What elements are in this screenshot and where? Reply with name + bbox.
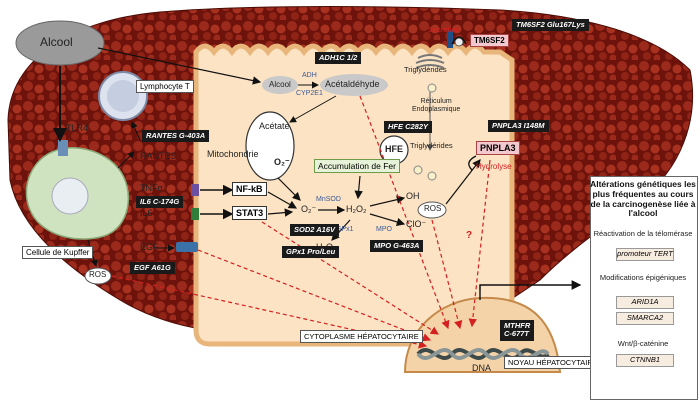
tm6sf2-membrane-icon xyxy=(447,30,453,48)
tlr4-label: TLR4 xyxy=(66,123,89,133)
cytoplasme-label: CYTOPLASME HÉPATOCYTAIRE xyxy=(300,330,423,343)
dna-label: DNA xyxy=(472,363,492,373)
arrow-ros-pnpla3 xyxy=(445,159,481,205)
kupffer-label: Cellule de Kupffer xyxy=(22,246,94,259)
hfe-variant-badge: HFE C282Y xyxy=(384,121,433,134)
ros-left-label: ROS xyxy=(89,270,107,279)
arrow-h2o2-oh xyxy=(369,195,406,207)
arrow-stat3-o2 xyxy=(267,208,294,217)
lymphocyte-nucleus xyxy=(107,80,139,112)
ros-left-ellipse xyxy=(84,267,112,285)
noyau-label: NOYAU HÉPATOCYTAIRE xyxy=(504,356,602,369)
alcool-inner-label: Alcool xyxy=(269,80,291,89)
panel-box-smarca2: SMARCA2 xyxy=(616,312,674,325)
panel-box-arid1a: ARID1A xyxy=(616,296,674,309)
clo-label: ClO⁻ xyxy=(406,219,427,229)
red-arrow-acetaldehyde-dna xyxy=(359,95,450,330)
tlr4-receptor-icon xyxy=(58,140,68,156)
mitochondrie-label: Mitochondrie xyxy=(207,149,259,159)
mpo-label: MPO xyxy=(376,226,392,233)
acetaldehyde-ellipse xyxy=(320,74,388,96)
red-arrow-ros-dna xyxy=(431,219,463,330)
secretion-droplet-icon xyxy=(454,37,464,47)
panel-category-telomerase: Réactivation de la télomérase xyxy=(593,229,693,238)
secretion-label: Secrétion xyxy=(428,25,460,34)
egf-receptor-icon xyxy=(176,242,198,252)
hydrolyse-label: Hydrolyse xyxy=(476,162,512,171)
triglycerides-top-label: Triglydérides xyxy=(404,65,447,74)
panel-category-epigenetic: Modifications épigéniques xyxy=(599,273,687,282)
il6-variant-badge: IL6 C-174G xyxy=(136,196,184,209)
mpo-variant-badge: MPO G-463A xyxy=(370,240,424,253)
adh-label: ADH xyxy=(302,72,317,79)
o2-radical-mito-label: O₂⁻ xyxy=(274,157,290,167)
mthfr-variant-badge: MTHFR C-677T xyxy=(500,320,535,341)
gpx1-label: GPx1 xyxy=(336,226,354,233)
arrow-fer-h2o2 xyxy=(354,175,363,200)
tnf-receptor-icon xyxy=(191,184,199,196)
arrow-h2o2-h2o xyxy=(331,219,351,241)
arrow-dna-to-panel xyxy=(479,280,582,300)
panel-box-ctnnb1: CTNNB1 xyxy=(616,354,674,367)
triglyceride-droplet-3 xyxy=(427,171,437,181)
panel-title: Altérations génétiques les plus fréquent… xyxy=(590,179,696,219)
egf-label: EGF xyxy=(140,242,159,252)
arrow-nfkb-o2 xyxy=(267,191,298,209)
rantes-label: RANTES xyxy=(140,151,177,161)
rantes-variant-badge: RANTES G-403A xyxy=(142,130,210,143)
arrow-kupffer-rantes xyxy=(117,151,135,169)
lymphocyte-label: Lymphocyte T xyxy=(136,80,194,93)
stat3-box: STAT3 xyxy=(232,206,268,220)
ros-center-label: ROS xyxy=(424,204,442,213)
arrow-alcool-to-cell xyxy=(97,47,262,85)
o2-radical-label: O₂⁻ xyxy=(301,204,317,214)
triglyceride-droplet-1 xyxy=(427,83,437,93)
arrow-acetaldehyde-acetate xyxy=(289,95,337,123)
hfe-label: HFE xyxy=(385,144,403,154)
ros-center-ellipse xyxy=(417,201,447,219)
oh-label: OH xyxy=(406,191,420,201)
h2o2-label: H₂O₂ xyxy=(346,204,367,214)
tnfa-label: TNFα xyxy=(140,183,163,193)
secretion-arrow-icon xyxy=(451,36,467,45)
arrow-h2o2-clo xyxy=(369,213,406,226)
pnpla3-box: PNPLA3 xyxy=(476,141,520,155)
tm6sf2-box: TM6SF2 xyxy=(470,34,509,47)
alcool-label: Alcool xyxy=(40,35,73,49)
hydrolyse-arrow-icon xyxy=(468,155,477,171)
il6-receptor-icon xyxy=(191,208,199,220)
tm6sf2-variant-badge: TM6SF2 Glu167Lys xyxy=(512,19,589,32)
reticulum-icon xyxy=(415,54,445,69)
sod2-variant-badge: SOD2 A16V xyxy=(290,224,339,237)
panel-category-wnt: Wnt/β-caténine xyxy=(617,339,669,348)
panel-box-tert: promoteur TERT xyxy=(616,248,674,261)
triglycerides-mid-label: Triglydérides xyxy=(410,141,453,150)
cell-mitochondrion-icon xyxy=(245,111,295,181)
triglyceride-droplet-2 xyxy=(413,165,423,175)
arrow-mito-o2 xyxy=(277,177,301,201)
gpx1-variant-badge: GPx1 Pro/Leu xyxy=(282,246,340,259)
question-mark: ? xyxy=(466,230,473,241)
acetate-label: Acétate xyxy=(259,121,290,131)
cyp2e1-label: CYP2E1 xyxy=(296,90,323,97)
adh-variant-badge: ADH1C 1/2 xyxy=(315,52,362,65)
reticulum-label: Réticulum Endoplasmique xyxy=(412,98,461,113)
egf-variant-badge: EGF A61G xyxy=(130,262,175,275)
kupffer-nucleus xyxy=(51,177,89,215)
pnpla3-variant-badge: PNPLA3 I148M xyxy=(488,120,549,133)
mnsod-label: MnSOD xyxy=(316,196,341,203)
acetaldehyde-label: Acétaldéhyde xyxy=(325,79,380,89)
arrow-rantes-lymphocyte xyxy=(131,121,141,141)
alcool-inner-ellipse xyxy=(262,76,298,94)
il6-label: IL6 xyxy=(140,208,153,218)
alcool-ellipse xyxy=(15,20,105,66)
nfkb-box: NF-kB xyxy=(232,182,267,196)
fer-box: Accumulation de Fer xyxy=(314,159,400,173)
